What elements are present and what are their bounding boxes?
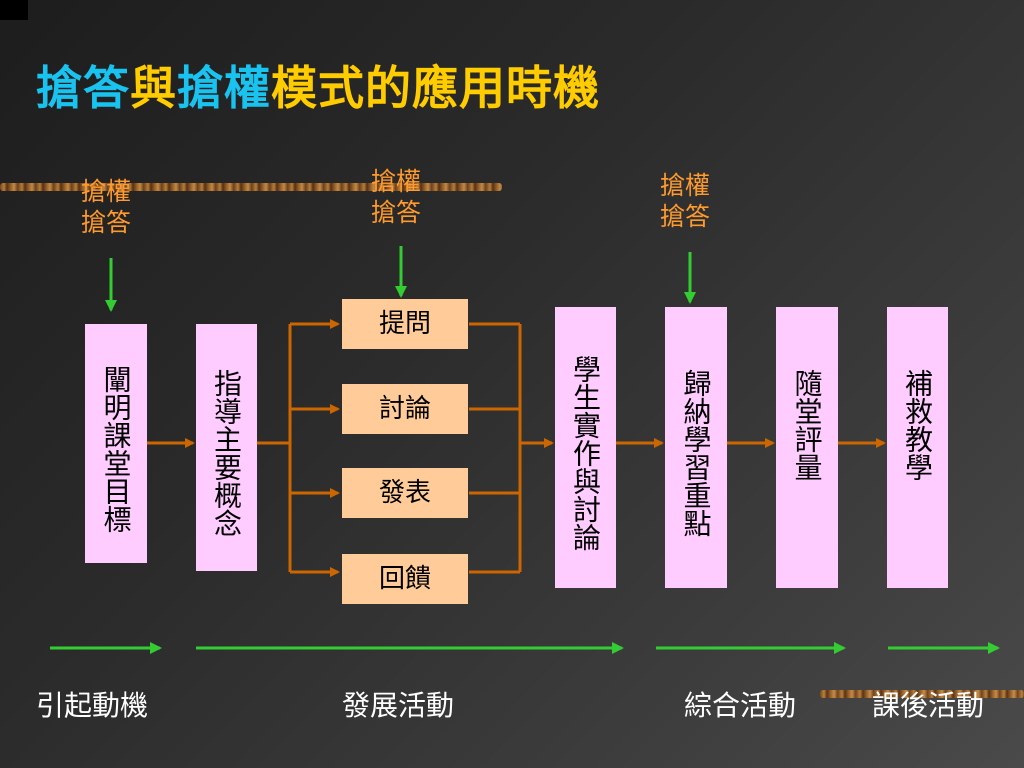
title-part-2: 與 xyxy=(130,61,177,115)
trigger-2-line-2: 搶答 xyxy=(370,198,421,227)
box-discussion: 討論 xyxy=(342,384,468,434)
trigger-1-line-2: 搶答 xyxy=(80,208,131,237)
trigger-3-line-2: 搶答 xyxy=(659,202,710,231)
box-summarize-key-points: 歸納學習重點 xyxy=(665,307,727,588)
trigger-1-line-1: 搶權 xyxy=(80,177,131,206)
trigger-label-2: 搶權 搶答 xyxy=(351,166,441,228)
box-practice-discussion: 學生實作與討論 xyxy=(555,307,616,588)
trigger-2-line-1: 搶權 xyxy=(370,167,421,196)
trigger-label-1: 搶權 搶答 xyxy=(61,176,151,238)
stage-development: 發展活動 xyxy=(342,689,455,722)
box-guide-concepts: 指導主要概念 xyxy=(196,324,257,571)
box-question: 提問 xyxy=(342,299,468,349)
box-feedback: 回饋 xyxy=(342,554,468,604)
box-classroom-assessment: 隨堂評量 xyxy=(776,307,838,588)
stage-after-class: 課後活動 xyxy=(872,689,985,722)
corner-marker xyxy=(0,0,28,20)
trigger-label-3: 搶權 搶答 xyxy=(640,170,730,232)
title-part-4: 模式的應用時機 xyxy=(271,61,600,115)
title-part-3: 搶權 xyxy=(177,61,271,115)
stage-motivation: 引起動機 xyxy=(36,689,149,722)
decor-band-bottom-right xyxy=(820,690,1024,698)
box-clarify-objectives: 闡明課堂目標 xyxy=(85,324,147,563)
trigger-3-line-1: 搶權 xyxy=(659,171,710,200)
title-part-1: 搶答 xyxy=(36,61,130,115)
box-remedial-teaching: 補救教學 xyxy=(887,307,948,588)
slide-title: 搶答與搶權模式的應用時機 xyxy=(36,52,600,118)
box-presentation: 發表 xyxy=(342,468,468,518)
decor-band-left xyxy=(0,183,502,191)
stage-synthesis: 綜合活動 xyxy=(684,689,797,722)
